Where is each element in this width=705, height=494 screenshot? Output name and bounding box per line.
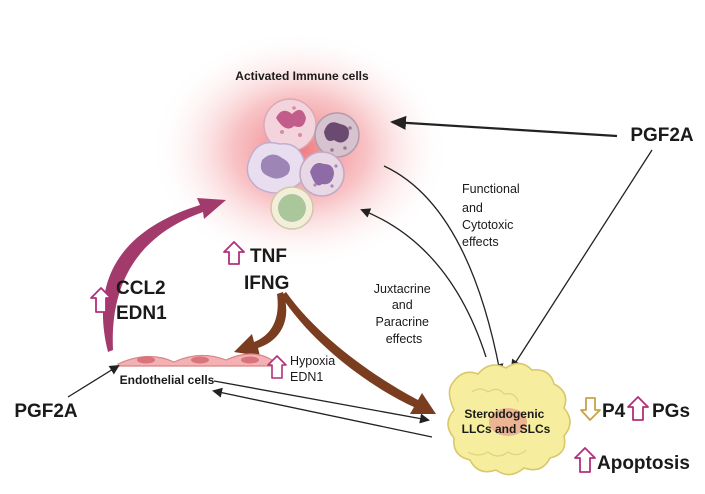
juxtacrine-arrow bbox=[360, 208, 487, 358]
steroid-to-endothelial-arrow bbox=[212, 387, 433, 438]
endothelial-to-steroid-arrow bbox=[213, 380, 430, 424]
steroidogenic-label: Steroidogenic LLCs and SLCs bbox=[462, 407, 551, 436]
pgf2a-to-immune-arrow bbox=[390, 115, 618, 138]
functional-text: Functional and Cytotoxic effects bbox=[462, 182, 523, 249]
tnf-label: TNF bbox=[250, 246, 287, 267]
p4-label: P4 bbox=[602, 401, 626, 422]
pgf2a-to-steroid-arrow bbox=[510, 149, 653, 370]
eosinophil-icon bbox=[314, 112, 360, 158]
steroidogenic-cell-icon bbox=[447, 362, 571, 476]
pgs-label: PGs bbox=[652, 401, 690, 422]
immune-glow bbox=[150, 30, 450, 270]
immune-cells-title: Activated Immune cells bbox=[235, 69, 369, 83]
cytokine-to-steroid-arrow bbox=[281, 292, 436, 414]
endothelial-cells-icon bbox=[117, 353, 273, 367]
edn1-left-label: EDN1 bbox=[116, 303, 167, 324]
apoptosis-label: Apoptosis bbox=[597, 453, 690, 474]
ifng-label: IFNG bbox=[244, 273, 289, 294]
pgf2a-to-endothelial-arrow bbox=[67, 364, 120, 398]
monocyte-icon bbox=[246, 141, 307, 194]
immune-cells-cluster bbox=[246, 98, 360, 230]
cytokine-to-endothelial-arrow bbox=[234, 292, 287, 356]
endothelial-to-immune-arrow bbox=[102, 198, 226, 352]
pgf2a-left-label: PGF2A bbox=[14, 401, 78, 422]
tnf-up-arrow bbox=[223, 241, 245, 265]
pgs-up-arrow bbox=[627, 396, 649, 421]
endothelial-cells-label: Endothelial cells bbox=[120, 373, 215, 387]
ccl2-up-arrow bbox=[90, 287, 112, 313]
lymphocyte-icon bbox=[270, 186, 314, 230]
hypoxia-up-arrow bbox=[267, 355, 287, 379]
p4-down-arrow bbox=[580, 397, 601, 421]
pgf2a-right-label: PGF2A bbox=[630, 125, 694, 146]
hypoxia-label: Hypoxia bbox=[290, 354, 335, 368]
apoptosis-up-arrow bbox=[574, 447, 596, 473]
ccl2-label: CCL2 bbox=[116, 278, 166, 299]
juxtacrine-text: Juxtacrine and Paracrine effects bbox=[374, 282, 434, 346]
edn1-small-label: EDN1 bbox=[290, 370, 323, 384]
functional-arrow bbox=[383, 165, 504, 374]
granulocyte-icon bbox=[299, 151, 345, 197]
